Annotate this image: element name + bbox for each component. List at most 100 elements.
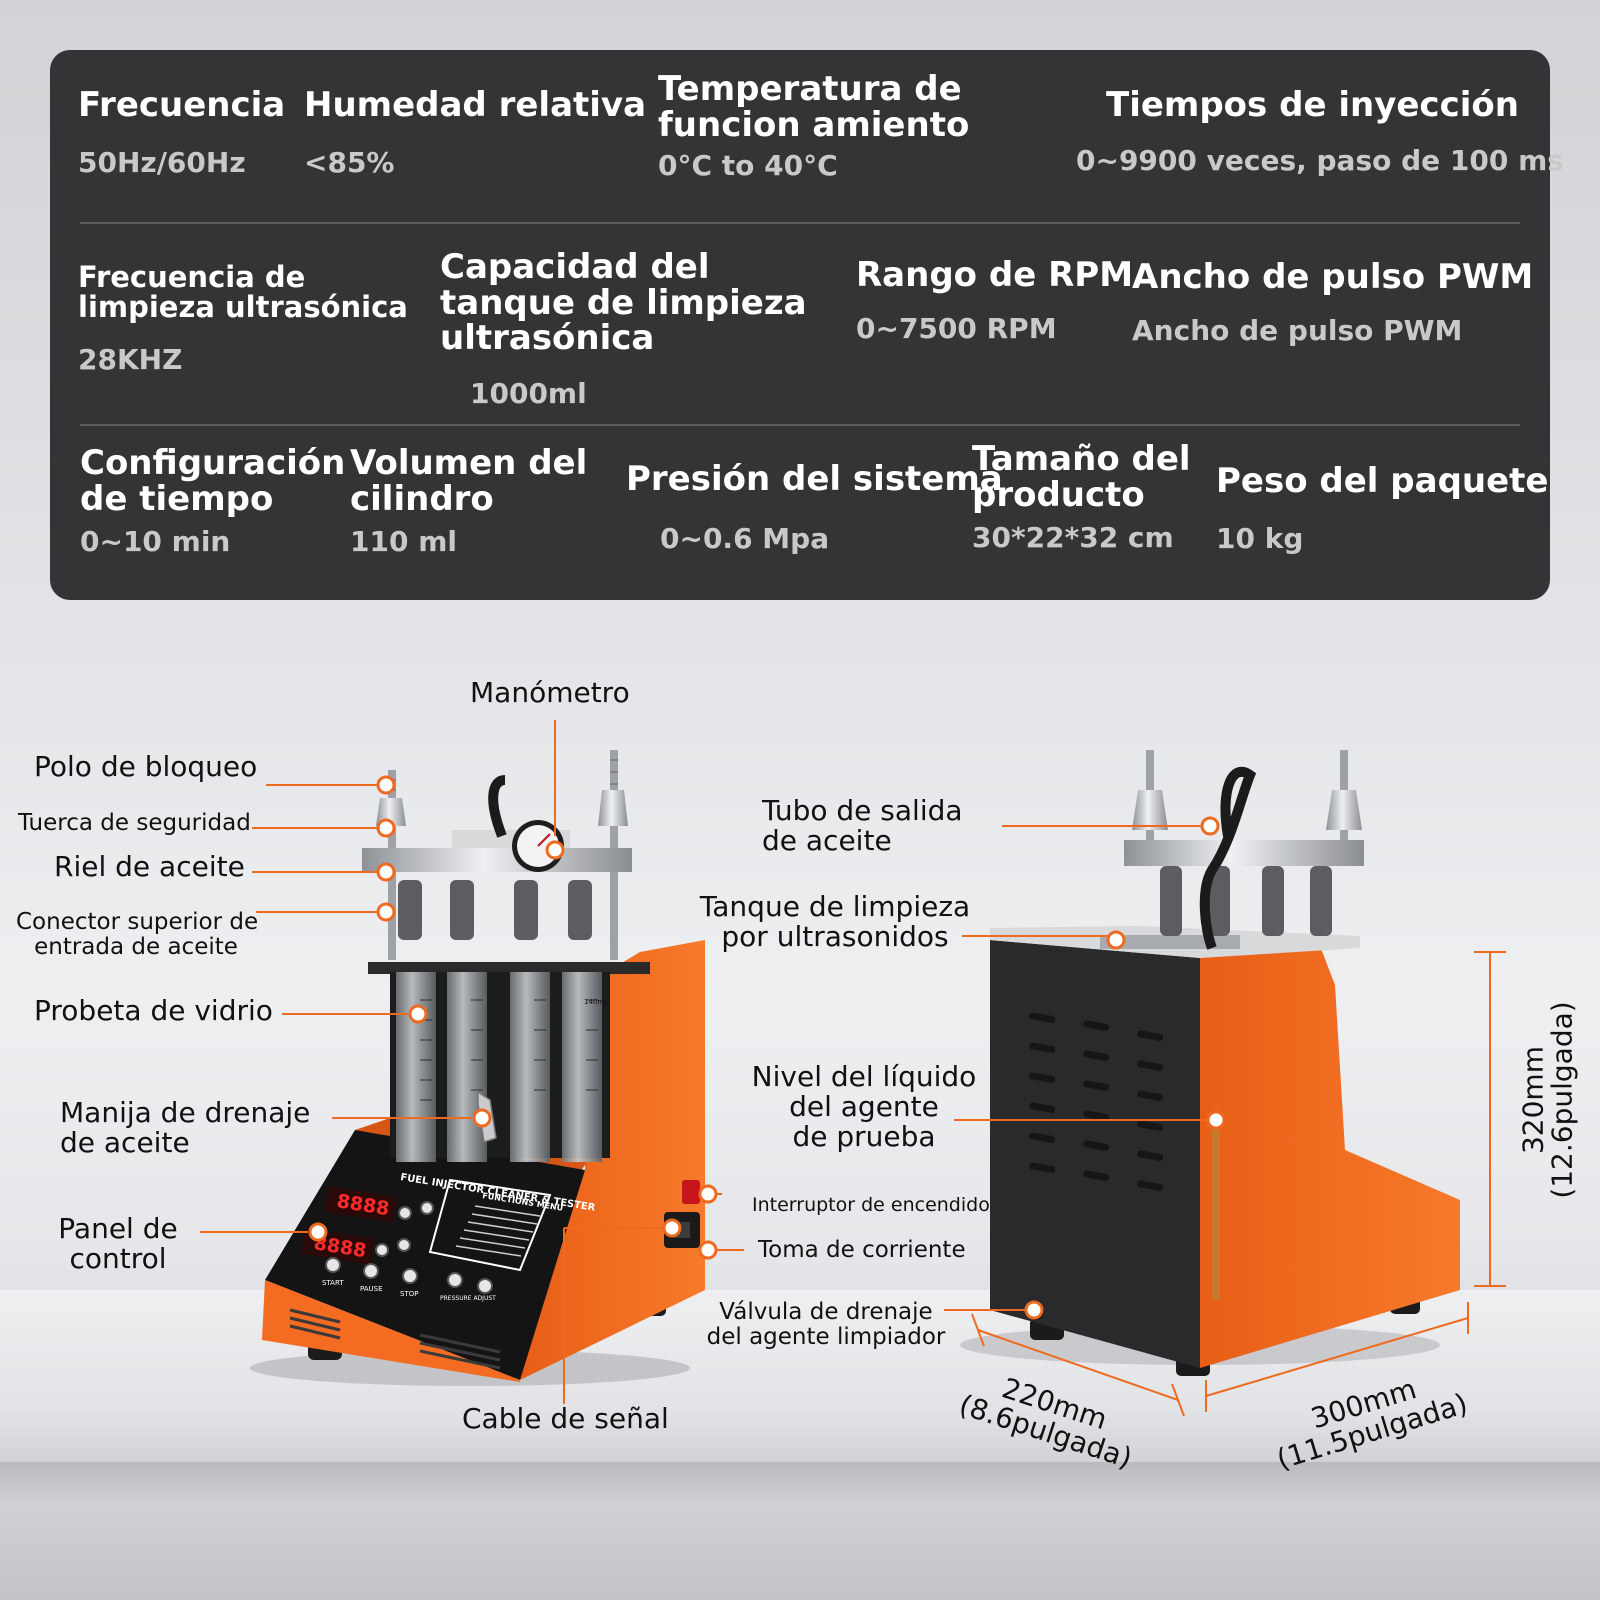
label-manometro: Manómetro — [470, 676, 630, 709]
label-tanque-ultrasonidos: Tanque de limpieza por ultrasonidos — [690, 890, 980, 954]
vent-slots — [289, 1308, 501, 1370]
outlet-hose — [1199, 766, 1257, 950]
label-line: Tanque de limpieza — [699, 890, 971, 923]
label-valvula-drenaje: Válvula de drenaje del agente limpiador — [706, 1300, 946, 1350]
label-line: del agente — [789, 1090, 939, 1124]
label-cable-senal: Cable de señal — [462, 1402, 669, 1435]
spec-value: Ancho de pulso PWM — [1132, 313, 1463, 347]
spec-label: Presión del sistema — [626, 459, 1003, 499]
leader-dots — [308, 775, 1226, 1320]
spec-label: Capacidad del tanque de limpieza ultrasó… — [440, 247, 807, 359]
safety-nut-right — [598, 790, 628, 826]
spec-volumen-cilindro: Volumen del cilindro 110 ml — [350, 443, 590, 559]
label-conector-superior: Conector superior de entrada de aceite — [16, 909, 259, 960]
spec-pwm: Ancho de pulso PWM Ancho de pulso PWM — [1132, 257, 1534, 347]
divider — [80, 222, 1520, 224]
label-line: Nivel del líquido — [751, 1060, 977, 1093]
btn-start: START — [322, 1279, 344, 1287]
label-line: entrada de aceite — [34, 933, 238, 960]
spec-label: Volumen del cilindro — [350, 443, 588, 519]
spec-value: 1000ml — [470, 377, 587, 411]
back-unit-side — [1200, 946, 1460, 1368]
leader-lines — [200, 720, 1210, 1404]
console-buttons — [325, 1201, 493, 1294]
spec-tamano: Tamaño del producto 30*22*32 cm — [972, 439, 1202, 555]
spec-value: 0°C to 40°C — [658, 149, 838, 183]
spec-value: 0~10 min — [80, 525, 231, 559]
label-line: del agente limpiador — [706, 1323, 946, 1350]
label-tuerca-seguridad: Tuerca de seguridad — [18, 810, 251, 836]
tube-mark: 140ml — [584, 998, 606, 1006]
spec-presion: Presión del sistema 0~0.6 Mpa — [626, 459, 1003, 555]
spec-label: Peso del paquete — [1216, 461, 1549, 501]
tube-graduations — [420, 999, 598, 1101]
dimension-height: 320mm (12.6pulgada) — [1516, 1001, 1579, 1199]
spec-label: Rango de RPM — [856, 255, 1134, 295]
front-unit-side — [520, 940, 705, 1380]
spec-capacidad-tanque: Capacidad del tanque de limpieza ultrasó… — [440, 247, 840, 411]
spec-label: Ancho de pulso PWM — [1132, 257, 1534, 297]
spec-configuracion-tiempo: Configuración de tiempo 0~10 min — [80, 443, 346, 559]
btn-pause: PAUSE — [360, 1285, 383, 1293]
oil-hose — [488, 775, 507, 838]
label-line: por ultrasonidos — [721, 920, 949, 954]
liquid-level-tube — [1212, 1120, 1220, 1300]
spec-frecuencia: Frecuencia 50Hz/60Hz — [78, 85, 286, 179]
spec-temperatura: Temperatura de funcion amiento 0°C to 40… — [658, 69, 1078, 183]
spec-value: 50Hz/60Hz — [78, 145, 246, 179]
back-vents — [1029, 1012, 1164, 1191]
label-toma-corriente: Toma de corriente — [758, 1237, 966, 1263]
label-riel-aceite: Riel de aceite — [54, 850, 245, 883]
label-line: control — [69, 1242, 167, 1276]
label-polo-bloqueo: Polo de bloqueo — [34, 750, 258, 783]
injectors — [398, 880, 592, 940]
spec-label: Frecuencia — [78, 85, 286, 125]
label-line: de aceite — [60, 1126, 190, 1160]
back-unit — [960, 750, 1460, 1376]
spec-value: 0~7500 RPM — [856, 311, 1057, 345]
spec-tiempos: Tiempos de inyección 0~9900 veces, paso … — [1076, 85, 1564, 177]
spec-label: Frecuencia de limpieza ultrasónica — [78, 260, 408, 325]
spec-label: Tamaño del producto — [972, 439, 1191, 515]
label-line: Tubo de salida — [762, 794, 963, 827]
pressure-adjust: PRESSURE ADJUST — [440, 1295, 496, 1302]
spec-label: Temperatura de funcion amiento — [658, 69, 970, 145]
spec-peso: Peso del paquete 10 kg — [1216, 461, 1549, 555]
spec-value: 28KHZ — [78, 342, 183, 376]
functions-menu — [428, 1178, 552, 1272]
oil-rail — [362, 848, 632, 872]
spec-humedad: Humedad relativa <85% — [304, 85, 647, 179]
power-switch — [682, 1180, 700, 1204]
label-interruptor: Interruptor de encendido — [752, 1194, 990, 1216]
dimension-lines — [971, 951, 1506, 1417]
spec-value: 110 ml — [350, 525, 457, 559]
dimension-line-2: (12.6pulgada) — [1546, 1001, 1579, 1199]
label-line: Panel de — [58, 1212, 178, 1245]
label-nivel-liquido: Nivel del líquido del agente de prueba — [744, 1060, 984, 1153]
label-line: Válvula de drenaje — [719, 1299, 933, 1325]
functions-menu-lines — [455, 1205, 541, 1257]
spec-value: 0~0.6 Mpa — [660, 521, 830, 555]
label-panel-control: Panel de control — [48, 1212, 188, 1276]
label-line: Manija de drenaje — [60, 1096, 311, 1129]
spec-label: Tiempos de inyección — [1106, 85, 1519, 125]
spec-label: Configuración de tiempo — [80, 443, 346, 519]
spec-rango-rpm: Rango de RPM 0~7500 RPM — [856, 255, 1134, 345]
spec-frecuencia-ultrasonica: Frecuencia de limpieza ultrasónica 28KHZ — [78, 262, 418, 376]
spec-label: Humedad relativa — [304, 85, 647, 125]
btn-stop: STOP — [400, 1290, 418, 1298]
floor-edge — [0, 1462, 1600, 1600]
front-unit: FUEL INJECTOR CLEANER & TESTER 8888 8888… — [250, 750, 705, 1386]
display-rpm — [323, 1186, 398, 1223]
label-manija-drenaje: Manija de drenaje de aceite — [60, 1096, 311, 1160]
spec-value: 0~9900 veces, paso de 100 ms — [1076, 143, 1564, 177]
label-probeta-vidrio: Probeta de vidrio — [34, 994, 273, 1027]
spec-value: 30*22*32 cm — [972, 521, 1174, 555]
dimension-line-1: 320mm — [1516, 1046, 1550, 1155]
spec-value: 10 kg — [1216, 521, 1304, 555]
label-line: de aceite — [762, 824, 892, 858]
label-tubo-salida: Tubo de salida de aceite — [762, 794, 963, 858]
spec-value: <85% — [304, 145, 395, 179]
label-line: Conector superior de — [16, 909, 259, 935]
